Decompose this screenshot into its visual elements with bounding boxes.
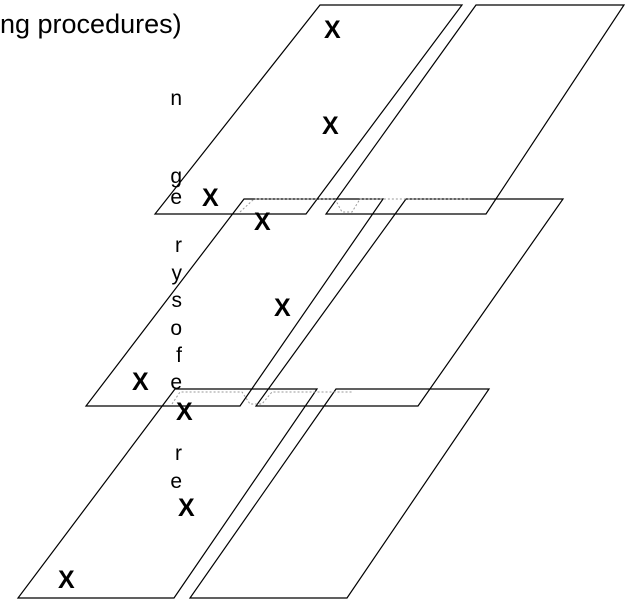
x-mark: X xyxy=(254,208,271,236)
heading-fragment: ng procedures) xyxy=(0,9,182,39)
plane-middle-left xyxy=(84,198,385,407)
plane-bottom-left xyxy=(16,388,319,599)
text-line-fragment: e xyxy=(170,371,182,394)
text-line-fragment: e xyxy=(170,186,182,209)
text-line-fragment: o xyxy=(170,317,182,340)
plane-top-right xyxy=(324,4,626,215)
dash-top xyxy=(239,198,470,213)
text-line-fragment: s xyxy=(171,289,183,312)
text-line-fragment: r xyxy=(175,234,182,257)
text-line-fragment: f xyxy=(176,344,182,367)
x-marks: X X X X X X X X X xyxy=(58,16,341,594)
x-mark: X xyxy=(324,16,341,44)
plane-outlines xyxy=(16,4,626,599)
plane-bottom-right xyxy=(188,388,491,599)
text-line-fragment: g xyxy=(170,165,182,188)
plane-middle-right xyxy=(254,198,565,407)
text-line-fragment: r xyxy=(175,442,182,465)
x-mark: X xyxy=(178,494,195,522)
plane-overlap-dashes xyxy=(171,198,470,405)
text-line-fragment: y xyxy=(171,262,183,285)
x-mark: X xyxy=(202,184,219,212)
x-mark: X xyxy=(274,294,291,322)
text-line-fragment: n xyxy=(170,87,182,110)
plane-top-left xyxy=(153,4,464,215)
x-mark: X xyxy=(322,112,339,140)
x-mark: X xyxy=(176,398,193,426)
text-line-fragment: e xyxy=(170,470,182,493)
x-mark: X xyxy=(58,566,75,594)
x-mark: X xyxy=(132,368,149,396)
